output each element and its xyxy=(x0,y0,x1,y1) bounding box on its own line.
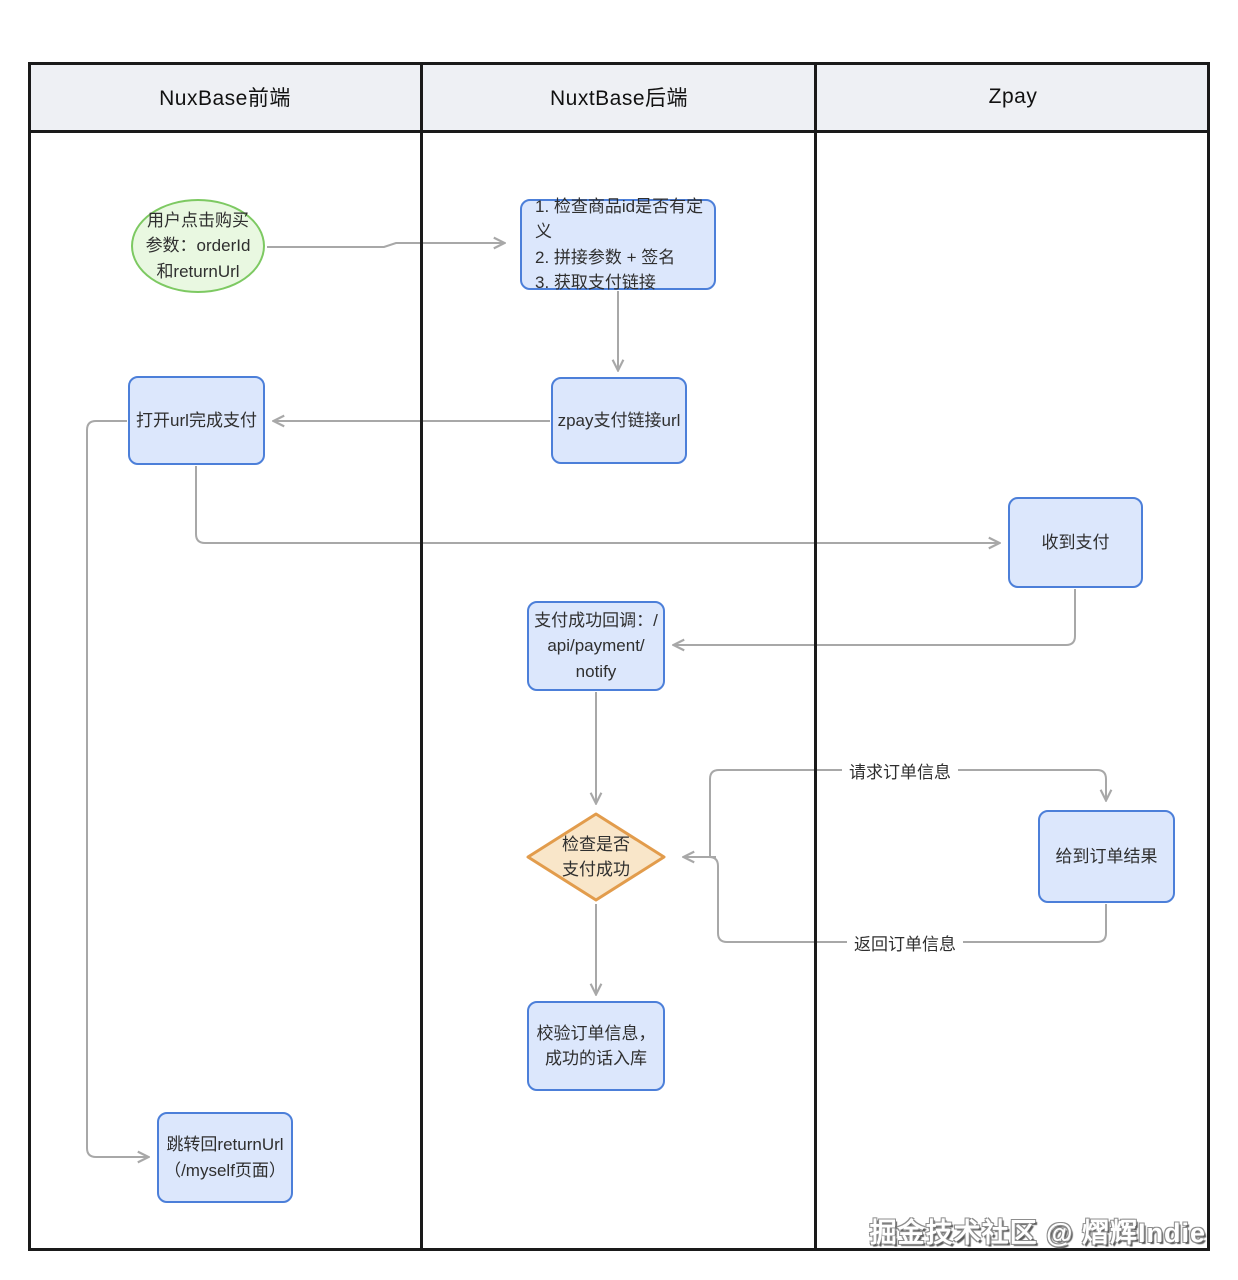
decision-diamond-shape xyxy=(526,812,666,902)
header-divider xyxy=(28,130,1210,133)
node-backend-steps: 1. 检查商品id是否有定义 2. 拼接参数 + 签名 3. 获取支付链接 xyxy=(520,197,716,292)
node-payment-callback: 支付成功回调：/ api/payment/ notify xyxy=(527,601,665,691)
watermark-text: 掘金技术社区 @ 熠辉Indie xyxy=(869,1218,1206,1248)
edge-receivepayment-to-callback xyxy=(674,589,1076,645)
edge-label-return-order: 返回订单信息 xyxy=(847,929,963,956)
lane-header-bg-backend xyxy=(422,63,816,130)
edge-openurl-to-redirect xyxy=(86,420,148,1157)
node-receive-payment: 收到支付 xyxy=(1008,497,1143,588)
lane-title-frontend: NuxBase前端 xyxy=(159,86,291,110)
lane-header-bg-frontend xyxy=(28,63,422,130)
lane-title-zpay: Zpay xyxy=(988,84,1038,108)
node-open-url: 打开url完成支付 xyxy=(128,376,265,465)
node-user-click-start: 用户点击购买 参数：orderId 和returnUrl xyxy=(131,199,265,293)
edge-return-order xyxy=(704,856,1107,943)
lane-title-backend: NuxtBase后端 xyxy=(549,86,689,110)
lane-header-bg-zpay xyxy=(816,63,1210,130)
edge-label-request-order: 请求订单信息 xyxy=(842,757,958,784)
edge-userclick-to-backendsteps xyxy=(267,243,504,247)
node-check-payment-decision: 检查是否 支付成功 xyxy=(526,812,666,902)
node-verify-order: 校验订单信息， 成功的话入库 xyxy=(527,1001,665,1091)
decision-label: 检查是否 支付成功 xyxy=(562,834,630,880)
edge-openurl-to-receivepayment xyxy=(195,466,999,543)
node-zpay-link: zpay支付链接url xyxy=(551,377,687,464)
node-order-result: 给到订单结果 xyxy=(1038,810,1175,903)
node-redirect-return-url: 跳转回returnUrl （/myself页面） xyxy=(157,1112,293,1203)
lane-divider-1 xyxy=(420,62,423,1251)
lane-divider-2 xyxy=(814,62,817,1251)
